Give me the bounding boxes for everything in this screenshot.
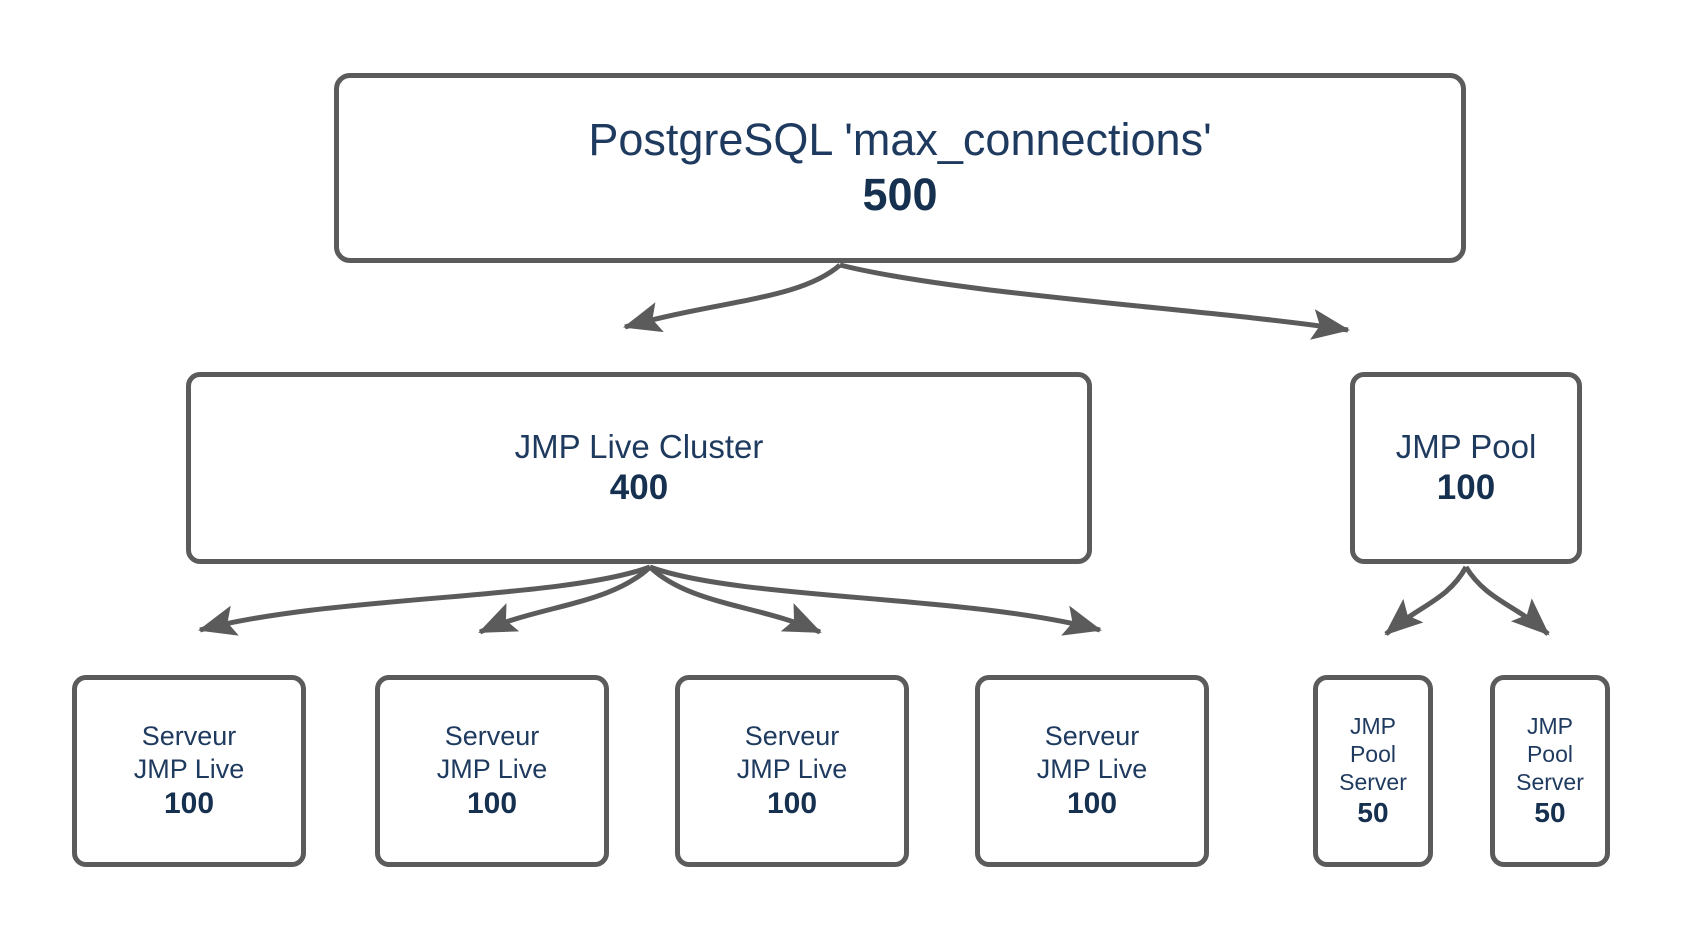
node-jmp-pool-server-2[interactable]: JMP Pool Server 50 — [1490, 675, 1610, 867]
node-jmp-pool-server-1-label: JMP Pool Server — [1339, 712, 1407, 795]
node-jmp-live-cluster[interactable]: JMP Live Cluster 400 — [186, 372, 1092, 564]
node-serveur-jmp-live-1[interactable]: Serveur JMP Live 100 — [72, 675, 306, 867]
node-jmp-pool-label: JMP Pool — [1395, 427, 1537, 465]
node-jmp-pool-server-2-value: 50 — [1534, 796, 1566, 828]
edge-pool-to-pool-server-2 — [1463, 565, 1550, 636]
node-serveur-jmp-live-4-label: Serveur JMP Live — [1036, 720, 1148, 784]
edge-cluster-to-live-server-4 — [649, 564, 1102, 636]
edge-cluster-to-live-server-1 — [198, 564, 651, 636]
node-live-cluster-label: JMP Live Cluster — [514, 427, 764, 465]
node-serveur-jmp-live-2-label: Serveur JMP Live — [436, 720, 548, 784]
edge-root-to-live-cluster — [623, 263, 842, 333]
node-postgresql-max-connections[interactable]: PostgreSQL 'max_connections' 500 — [334, 73, 1466, 263]
node-serveur-jmp-live-3-value: 100 — [766, 786, 818, 820]
node-serveur-jmp-live-2-value: 100 — [466, 786, 518, 820]
edge-cluster-to-live-server-2 — [478, 565, 652, 635]
node-serveur-jmp-live-4[interactable]: Serveur JMP Live 100 — [975, 675, 1209, 867]
node-serveur-jmp-live-3[interactable]: Serveur JMP Live 100 — [675, 675, 909, 867]
node-serveur-jmp-live-1-label: Serveur JMP Live — [133, 720, 245, 784]
node-serveur-jmp-live-1-value: 100 — [163, 786, 215, 820]
node-root-label: PostgreSQL 'max_connections' — [588, 114, 1212, 166]
edge-cluster-to-live-server-3 — [648, 565, 822, 635]
node-jmp-pool-server-2-label: JMP Pool Server — [1516, 712, 1584, 795]
node-jmp-pool-server-1[interactable]: JMP Pool Server 50 — [1313, 675, 1433, 867]
node-serveur-jmp-live-4-value: 100 — [1066, 786, 1118, 820]
edge-root-to-jmp-pool — [839, 262, 1350, 340]
edge-pool-to-pool-server-1 — [1384, 565, 1469, 636]
node-serveur-jmp-live-3-label: Serveur JMP Live — [736, 720, 848, 784]
node-jmp-pool-server-1-value: 50 — [1357, 796, 1389, 828]
node-jmp-pool[interactable]: JMP Pool 100 — [1350, 372, 1582, 564]
node-jmp-pool-value: 100 — [1436, 467, 1496, 507]
node-serveur-jmp-live-2[interactable]: Serveur JMP Live 100 — [375, 675, 609, 867]
node-live-cluster-value: 400 — [609, 467, 669, 507]
node-root-value: 500 — [862, 169, 938, 220]
